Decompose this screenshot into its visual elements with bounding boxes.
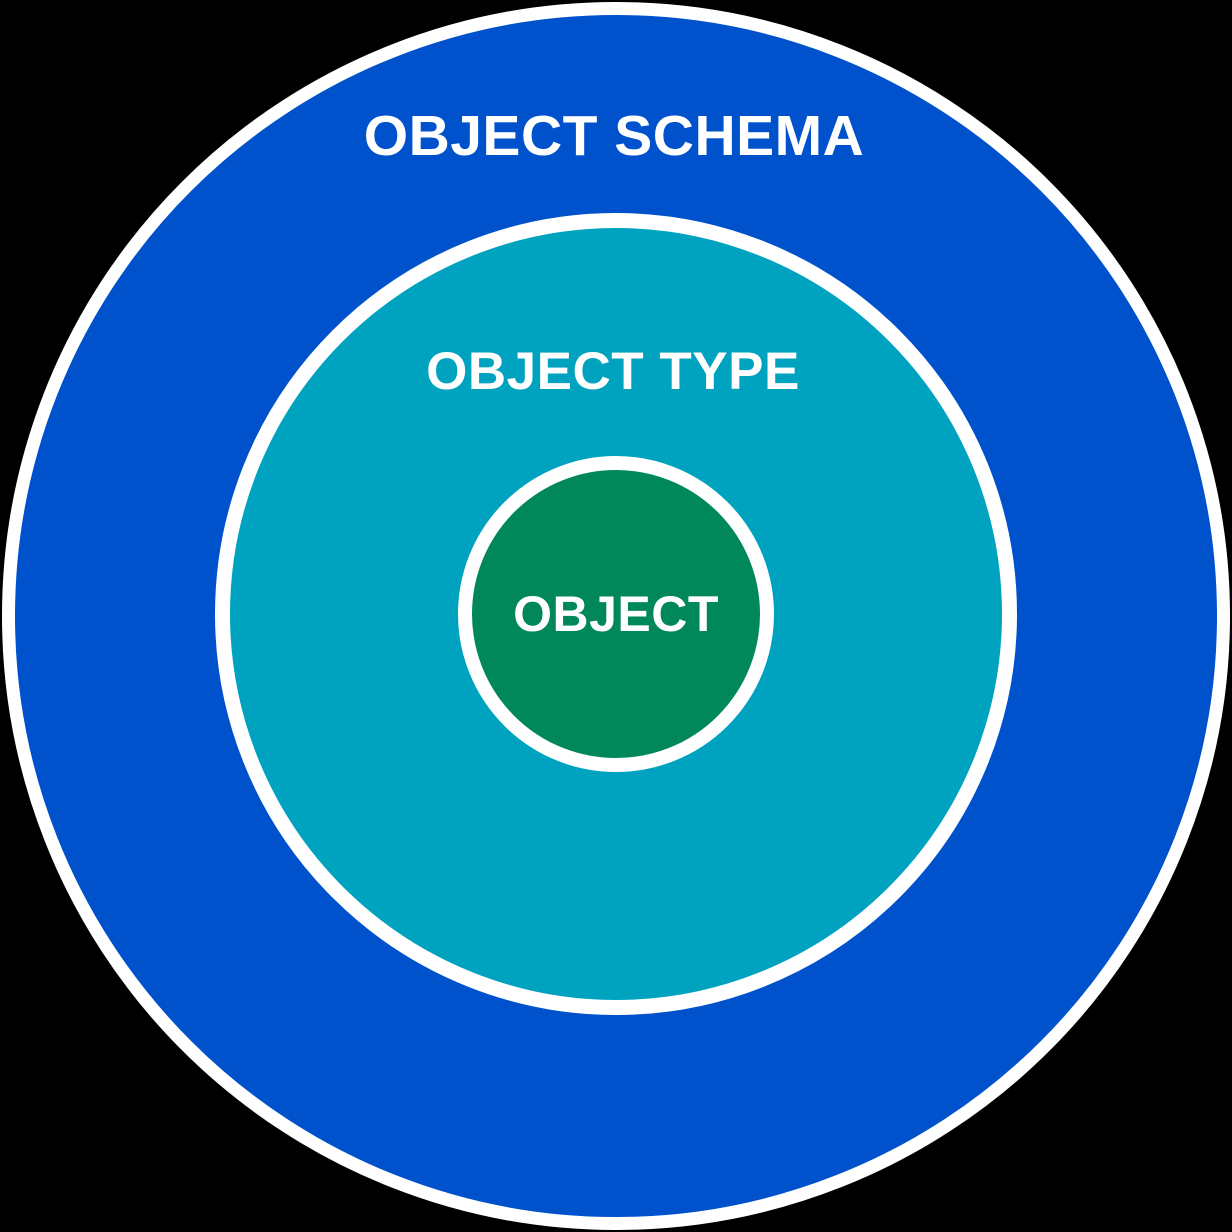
object-circle: OBJECT: [458, 456, 774, 772]
object-type-label: OBJECT TYPE: [426, 342, 800, 401]
object-label: OBJECT: [513, 586, 719, 642]
object-schema-label: OBJECT SCHEMA: [363, 104, 865, 168]
